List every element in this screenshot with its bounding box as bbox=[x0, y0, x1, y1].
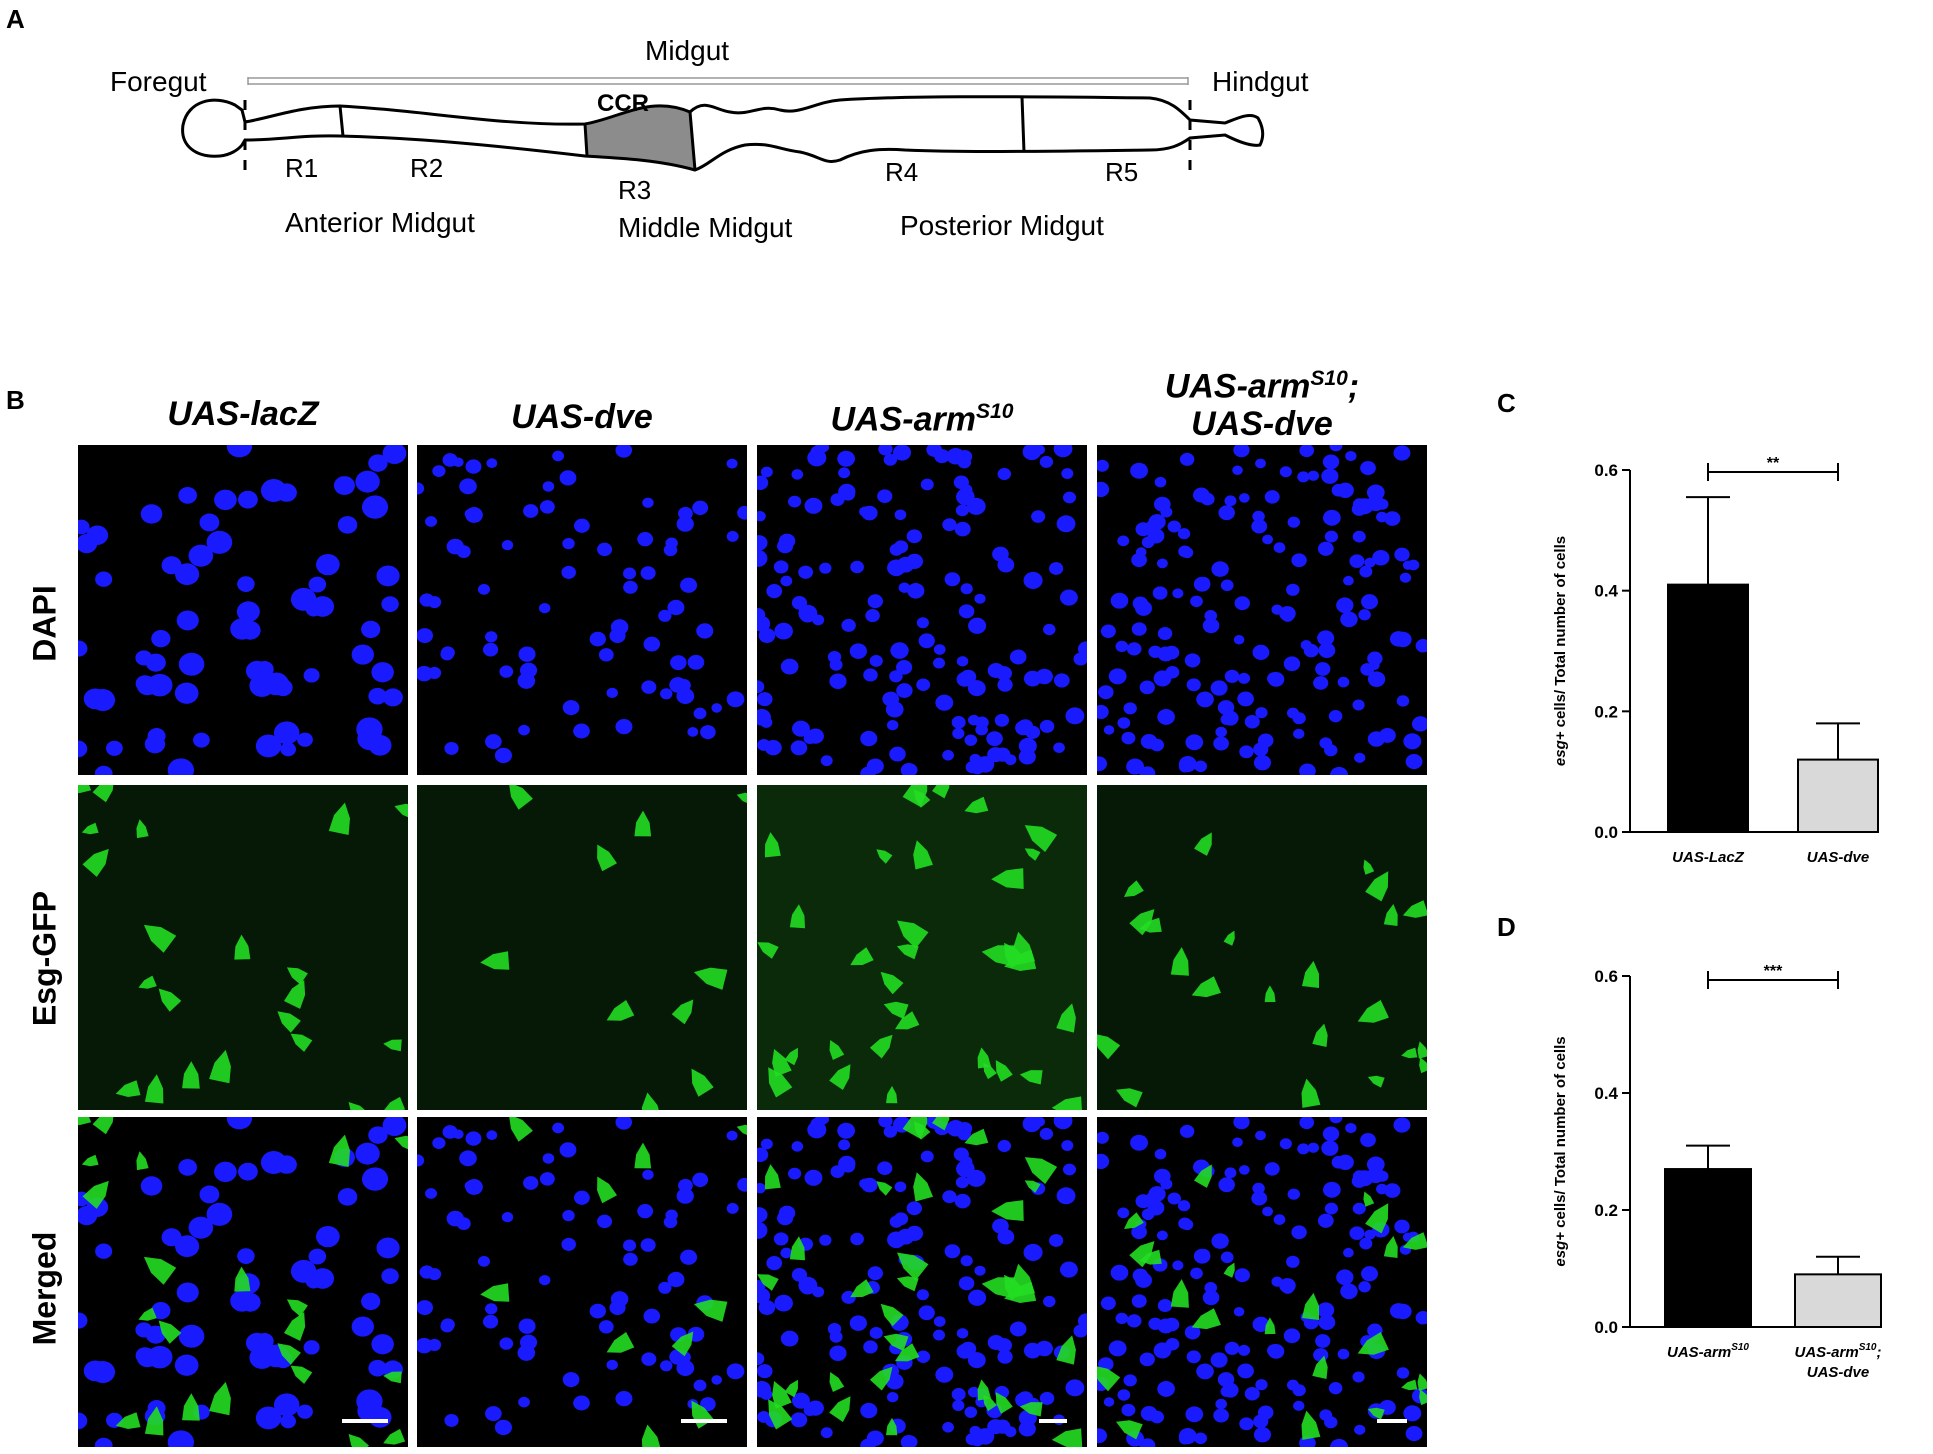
scale-bar bbox=[681, 1419, 727, 1423]
micrograph-merged-arm bbox=[757, 1117, 1087, 1447]
category-label-1: UAS-LacZ bbox=[1672, 849, 1745, 866]
micrograph-dapi-lacz bbox=[78, 445, 408, 775]
divider-r3-r4 bbox=[688, 111, 697, 171]
scale-bar bbox=[1039, 1419, 1067, 1423]
column-header-arm: UAS-armS10 bbox=[830, 400, 1014, 439]
micrograph-dapi-arm bbox=[757, 445, 1087, 775]
midgut-span-line bbox=[247, 77, 1189, 85]
row-header-esg-gfp: Esg-GFP bbox=[26, 890, 63, 1027]
r5-label: R5 bbox=[1105, 157, 1139, 187]
micrograph-merged-arm-dve bbox=[1097, 1117, 1427, 1447]
y-tick-label: 0.0 bbox=[1594, 1318, 1618, 1337]
y-axis-label: esg+ cells/ Total number of cells bbox=[1552, 536, 1569, 766]
column-header-dve: UAS-dve bbox=[511, 398, 653, 436]
micrograph-merged-lacz bbox=[78, 1117, 408, 1447]
category-label-1: UAS-armS10 bbox=[1667, 1342, 1749, 1361]
posterior-midgut-label: Posterior Midgut bbox=[900, 210, 1104, 241]
category-label-2: UAS-dve bbox=[1807, 849, 1870, 866]
bar-2 bbox=[1797, 758, 1879, 834]
panel-a-letter: A bbox=[6, 4, 25, 34]
y-axis-label: esg+ cells/ Total number of cells bbox=[1552, 1036, 1569, 1266]
panel-d-letter: D bbox=[1497, 912, 1516, 942]
y-tick-label: 0.4 bbox=[1594, 582, 1618, 601]
midgut-label: Midgut bbox=[645, 35, 730, 66]
significance-label: ** bbox=[1767, 455, 1780, 472]
row-header-dapi: DAPI bbox=[26, 585, 63, 662]
r1-label: R1 bbox=[285, 153, 319, 183]
gut-outline bbox=[181, 95, 1265, 172]
micrograph-esg-gfp-arm-dve bbox=[1097, 785, 1427, 1110]
ccr-label: CCR bbox=[597, 90, 649, 117]
column-header-arm-dve: UAS-armS10; UAS-dve bbox=[1164, 367, 1360, 444]
gut-diagram bbox=[181, 77, 1265, 175]
y-tick-label: 0.6 bbox=[1594, 461, 1618, 480]
micrograph-merged-dve bbox=[417, 1117, 747, 1447]
hindgut-label: Hindgut bbox=[1212, 66, 1309, 97]
chart-c: 0.0 0.2 0.4 0.6 esg+ cells/ Total number of … bbox=[1552, 455, 1879, 866]
anterior-midgut-label: Anterior Midgut bbox=[285, 207, 475, 238]
bar-1 bbox=[1664, 1168, 1752, 1328]
column-header-lacz: UAS-lacZ bbox=[167, 395, 319, 433]
y-tick-label: 0.2 bbox=[1594, 1201, 1618, 1220]
y-tick-label: 0.2 bbox=[1594, 702, 1618, 721]
y-tick-label: 0.6 bbox=[1594, 967, 1618, 986]
scale-bar bbox=[342, 1419, 388, 1423]
r2-label: R2 bbox=[410, 153, 444, 183]
ccr-region bbox=[585, 105, 695, 170]
micrograph-dapi-arm-dve bbox=[1097, 445, 1427, 775]
micrograph-esg-gfp-arm bbox=[757, 785, 1087, 1110]
micrograph-dapi-dve bbox=[417, 445, 747, 775]
bar-2 bbox=[1794, 1273, 1882, 1329]
significance-label: *** bbox=[1764, 963, 1783, 980]
divider-r4-r5 bbox=[1020, 96, 1026, 153]
scale-bar bbox=[1377, 1419, 1407, 1423]
row-header-merged: Merged bbox=[26, 1231, 63, 1346]
divider-r1-r2 bbox=[338, 105, 345, 137]
foregut-label: Foregut bbox=[110, 66, 207, 97]
bar-1 bbox=[1667, 583, 1749, 833]
panel-c-letter: C bbox=[1497, 388, 1516, 418]
category-label-2: UAS-armS10;UAS-dve bbox=[1795, 1342, 1882, 1381]
y-tick-label: 0.0 bbox=[1594, 823, 1618, 842]
y-tick-label: 0.4 bbox=[1594, 1084, 1618, 1103]
middle-midgut-label: Middle Midgut bbox=[618, 212, 793, 243]
r4-label: R4 bbox=[885, 157, 919, 187]
micrograph-esg-gfp-dve bbox=[417, 785, 747, 1110]
divider-r2-r3 bbox=[583, 123, 589, 157]
r3-label: R3 bbox=[618, 175, 652, 205]
panel-b-letter: B bbox=[6, 385, 25, 415]
chart-d: 0.0 0.2 0.4 0.6 esg+ cells/ Total number of … bbox=[1552, 963, 1882, 1381]
micrograph-esg-gfp-lacz bbox=[78, 785, 408, 1110]
